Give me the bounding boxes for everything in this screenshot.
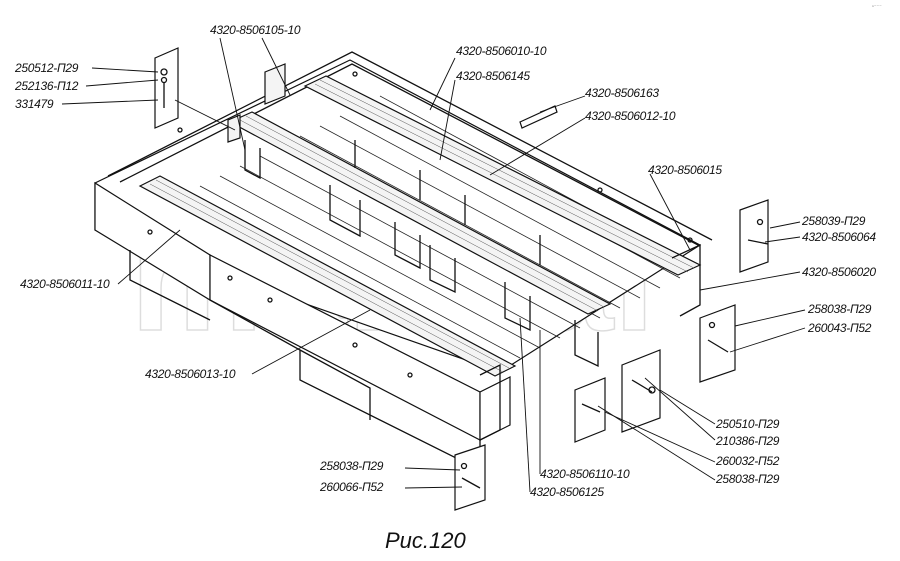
label-258038-p29-right: 258038-П29 [807,302,872,316]
bench-legs [244,140,701,441]
corner-mark: ⁿ⁻⁻⁻ [872,4,882,10]
label-4320-8506015: 4320-8506015 [648,163,722,177]
label-4320-8506011-10: 4320-8506011-10 [20,277,110,291]
label-210386-p29: 210386-П29 [715,434,780,448]
label-4320-8506110-10: 4320-8506110-10 [540,467,630,481]
part-labels: 4320-8506105-10 4320-8506010-10 4320-850… [14,23,877,499]
label-4320-8506105-10: 4320-8506105-10 [210,23,301,37]
label-4320-8506010-10: 4320-8506010-10 [456,44,547,58]
bench-planks [138,63,702,377]
label-250512-p29: 250512-П29 [14,61,79,75]
label-4320-8506012-10: 4320-8506012-10 [585,109,676,123]
label-4320-8506013-10: 4320-8506013-10 [145,367,236,381]
label-4320-8506145: 4320-8506145 [456,69,530,83]
label-331479: 331479 [15,97,54,111]
label-260066-p52: 260066-П52 [319,480,384,494]
leader-lines [61,37,806,493]
label-258039-p29: 258039-П29 [801,214,866,228]
label-258038-p29-lower: 258038-П29 [715,472,780,486]
label-258038-p29-bottom: 258038-П29 [319,459,384,473]
label-260032-p52: 260032-П52 [715,454,780,468]
figure-caption: Рис.120 [385,528,466,553]
label-4320-8506064: 4320-8506064 [802,230,876,244]
label-250510-p29: 250510-П29 [715,417,780,431]
label-4320-8506020: 4320-8506020 [802,265,876,279]
label-252136-p12: 252136-П12 [14,79,79,93]
hardware-plates [154,47,769,511]
label-4320-8506163: 4320-8506163 [585,86,659,100]
label-4320-8506125: 4320-8506125 [530,485,604,499]
label-260043-p52: 260043-П52 [807,321,872,335]
